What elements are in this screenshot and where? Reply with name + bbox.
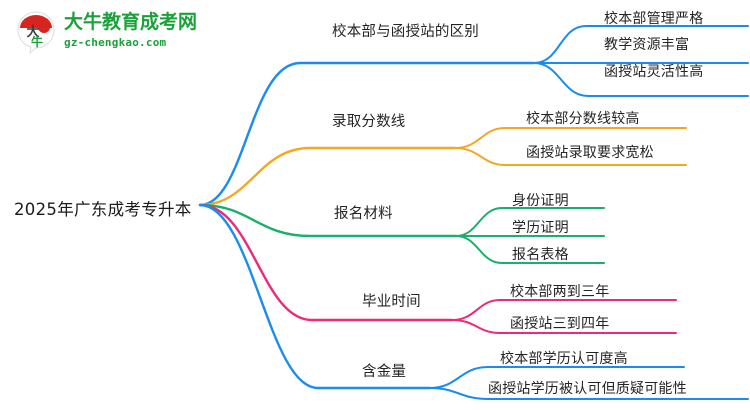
leaf-node-3-2[interactable]: 学历证明 [512, 220, 569, 236]
leaf-node-5-1[interactable]: 校本部学历认可度高 [500, 351, 628, 367]
branch-node-2[interactable]: 录取分数线 [332, 114, 406, 130]
logo-title: 大牛教育成考网 [64, 11, 198, 33]
leaf-curve-4-2 [451, 319, 677, 334]
branch-curve-5 [198, 203, 432, 390]
mindmap-root-node[interactable]: 2025年广东成考专升本 [14, 200, 192, 219]
leaf-node-3-3[interactable]: 报名表格 [512, 247, 569, 263]
leaf-curve-2-1 [454, 127, 687, 149]
svg-text:牛: 牛 [31, 34, 43, 49]
leaf-node-1-3[interactable]: 函授站灵活性高 [604, 64, 704, 80]
branch-curve-1 [198, 61, 536, 207]
leaf-node-5-2[interactable]: 函授站学历被认可但质疑可能性 [488, 381, 687, 397]
leaf-node-4-1[interactable]: 校本部两到三年 [510, 284, 610, 300]
leaf-node-4-2[interactable]: 函授站三到四年 [510, 316, 610, 332]
leaf-curve-1-3 [533, 62, 749, 97]
branch-node-1[interactable]: 校本部与函授站的区别 [332, 24, 479, 40]
branch-curve-2 [198, 146, 457, 207]
branch-curve-3 [198, 203, 458, 238]
leaf-curve-5-1 [429, 366, 685, 389]
leaf-curve-5-2 [429, 387, 749, 400]
leaf-curve-2-2 [454, 147, 687, 166]
leaf-node-3-1[interactable]: 身份证明 [512, 193, 569, 209]
leaf-node-1-2[interactable]: 教学资源丰富 [604, 37, 690, 53]
dani-circle-logo-icon: 大 牛 [17, 11, 55, 54]
leaf-node-1-1[interactable]: 校本部管理严格 [604, 11, 704, 27]
leaf-node-2-2[interactable]: 函授站录取要求宽松 [526, 145, 654, 161]
branch-node-4[interactable]: 毕业时间 [362, 294, 421, 310]
svg-text:大: 大 [26, 24, 39, 40]
leaf-curve-3-3 [455, 235, 605, 264]
leaf-curve-1-1 [533, 25, 749, 64]
branch-node-5[interactable]: 含金量 [362, 364, 407, 380]
logo-subtitle: gz-chengkao.com [64, 36, 167, 49]
branch-curve-4 [198, 203, 454, 322]
branch-node-3[interactable]: 报名材料 [334, 206, 393, 222]
site-logo[interactable]: 大 牛 大牛教育成考网 gz-chengkao.com [14, 8, 197, 56]
leaf-curve-4-1 [451, 299, 677, 321]
leaf-node-2-1[interactable]: 校本部分数线较高 [526, 111, 640, 127]
logo-text: 大牛教育成考网 gz-chengkao.com [64, 11, 197, 50]
